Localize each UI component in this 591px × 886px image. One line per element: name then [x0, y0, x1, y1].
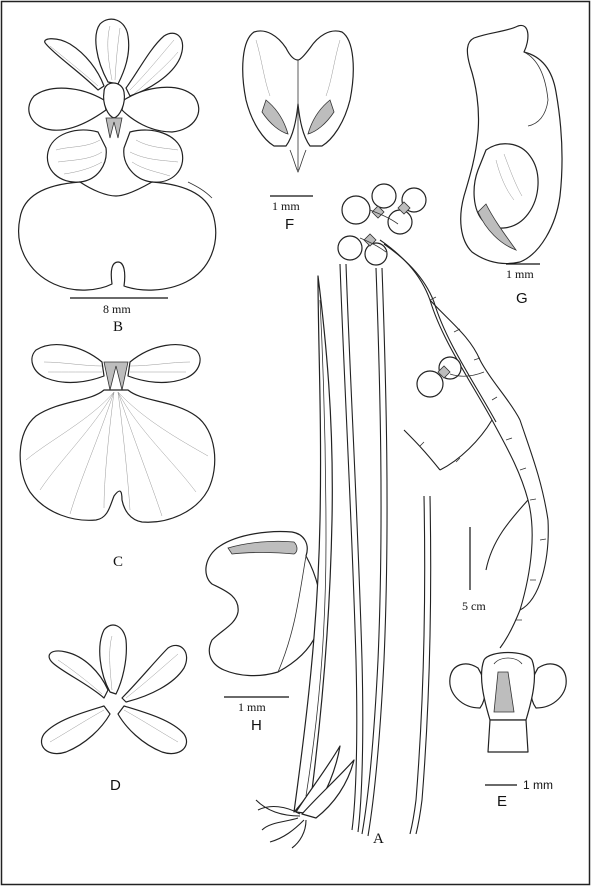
figure-a-habit: [255, 183, 549, 849]
figure-label-h: H: [251, 717, 262, 734]
figure-label-c: C: [113, 554, 123, 570]
figure-a-flowers-top: [337, 183, 427, 266]
scale-label-g: 1 mm: [506, 267, 534, 281]
figure-d-perianth: [40, 624, 188, 755]
figure-label-g: G: [516, 290, 528, 307]
figure-f-callus: [242, 30, 354, 173]
figure-label-f: F: [285, 216, 294, 233]
figure-c-lip: [19, 344, 216, 523]
scale-label-e: 1 mm: [523, 778, 553, 792]
scale-label-h: 1 mm: [238, 700, 266, 714]
figure-label-d: D: [110, 777, 121, 794]
figure-h-anther: [205, 530, 322, 677]
figure-e-column: [449, 651, 567, 753]
figure-label-b: B: [113, 319, 123, 335]
scale-label-a: 5 cm: [462, 599, 486, 613]
figure-g-column: [460, 24, 563, 265]
figure-b-flower: [18, 18, 217, 291]
figure-label-e: E: [497, 793, 507, 810]
scale-label-f: 1 mm: [272, 199, 300, 213]
figure-label-a: A: [373, 831, 384, 847]
figure-a-flower-mid: [416, 356, 485, 398]
scale-label-b: 8 mm: [103, 302, 131, 316]
